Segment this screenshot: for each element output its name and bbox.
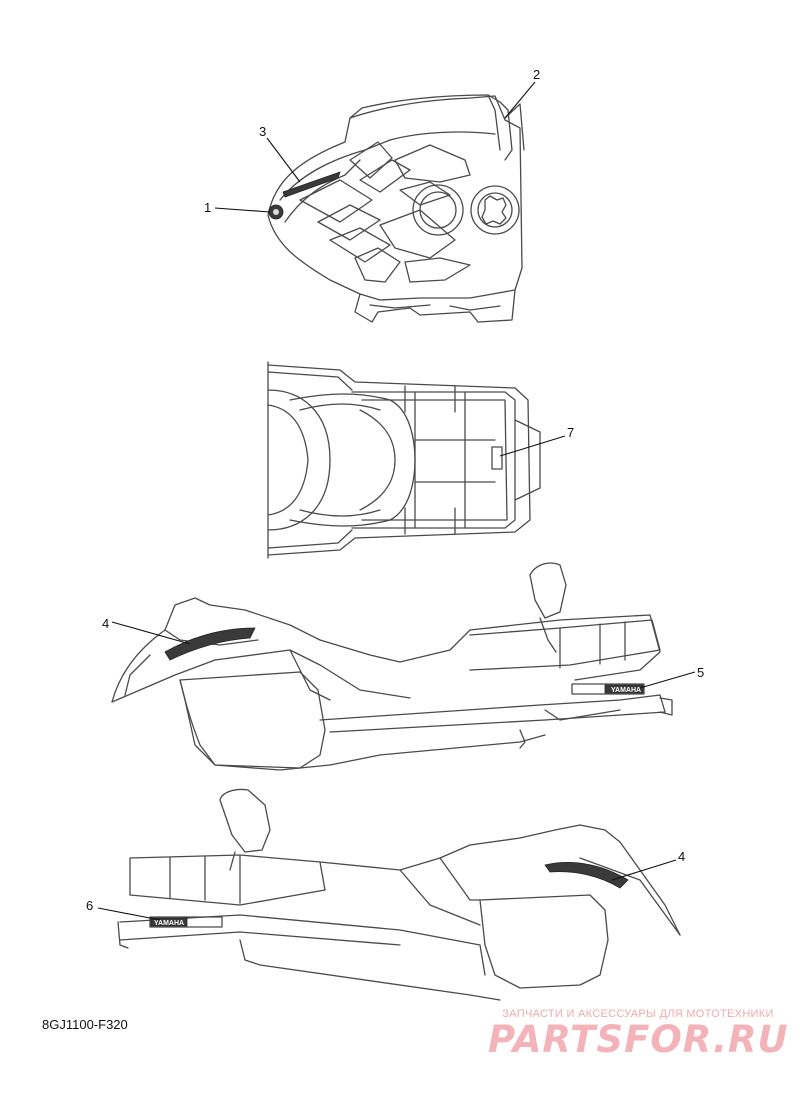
svg-text:7: 7 [567, 425, 574, 440]
watermark: ЗАПЧАСТИ И АКСЕССУАРЫ ДЛЯ МОТОТЕХНИКИ PA… [488, 1008, 788, 1060]
callout-3: 3 [259, 124, 301, 183]
hood-top-view [267, 94, 525, 323]
yamaha-decal-right: YAMAHA [611, 687, 641, 694]
callout-4-right: 4 [102, 616, 191, 645]
callout-6: 6 [86, 898, 161, 921]
callout-7: 7 [499, 425, 574, 457]
svg-text:1: 1 [204, 200, 211, 215]
svg-text:4: 4 [102, 616, 109, 631]
yamaha-decal-left: YAMAHA [154, 920, 184, 927]
rear-rack-top-view [267, 361, 541, 559]
svg-text:3: 3 [259, 124, 266, 139]
callout-1: 1 [204, 200, 271, 215]
left-side-view: YAMAHA [117, 788, 681, 1001]
right-side-view: YAMAHA [111, 562, 673, 771]
svg-text:6: 6 [86, 898, 93, 913]
watermark-tagline: ЗАПЧАСТИ И АКСЕССУАРЫ ДЛЯ МОТОТЕХНИКИ [502, 1008, 774, 1020]
diagram-code: 8GJ1100-F320 [42, 1017, 128, 1032]
svg-text:4: 4 [678, 849, 685, 864]
callout-2: 2 [504, 67, 540, 119]
svg-text:2: 2 [533, 67, 540, 82]
watermark-brand: PARTSFOR.RU [488, 1018, 789, 1061]
svg-text:5: 5 [697, 665, 704, 680]
callout-4-left: 4 [611, 849, 685, 881]
callout-5: 5 [639, 665, 704, 689]
